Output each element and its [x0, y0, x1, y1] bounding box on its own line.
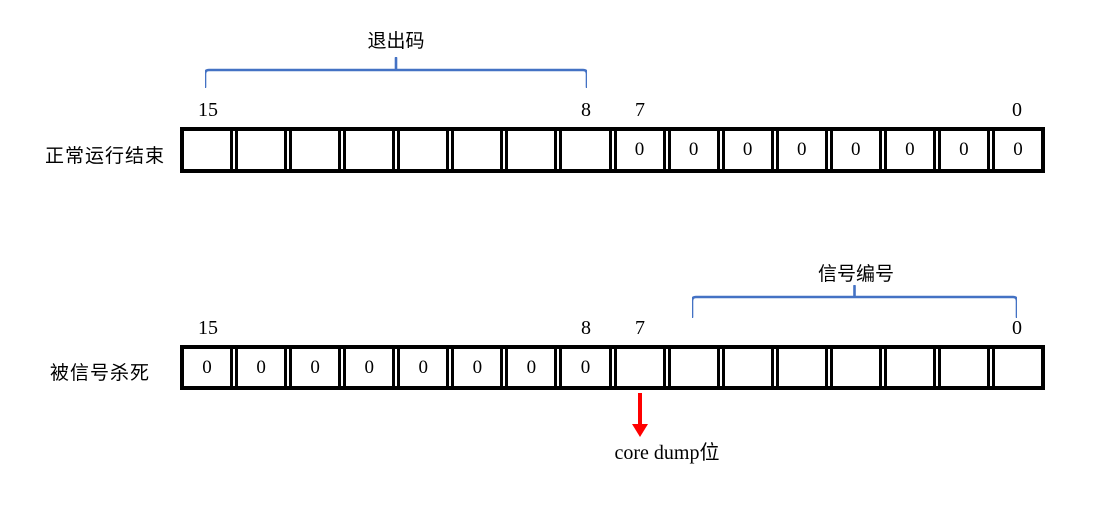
bit-marker-0: 0 — [1012, 99, 1022, 121]
bit-marker-0: 0 — [1012, 317, 1022, 339]
bit-cell: 0 — [559, 349, 612, 386]
bit-cell: 0 — [397, 349, 450, 386]
row1-label: 正常运行结束 — [44, 146, 165, 167]
arrow-shaft — [638, 393, 642, 424]
bit-cell: 0 — [937, 131, 990, 169]
signal-number-label: 信号编号 — [817, 264, 895, 285]
bit-cell — [775, 349, 828, 386]
bit-cell: 0 — [883, 131, 936, 169]
bit-marker-7: 7 — [635, 99, 645, 121]
bit-marker-15: 15 — [198, 99, 218, 121]
bit-cell — [991, 349, 1041, 386]
bit-cell: 0 — [991, 131, 1041, 169]
bit-cell: 0 — [829, 131, 882, 169]
bit-marker-8: 8 — [581, 317, 591, 339]
bit-cell — [721, 349, 774, 386]
bit-marker-8: 8 — [581, 99, 591, 121]
bit-cell: 0 — [451, 349, 504, 386]
bit-cell — [451, 131, 504, 169]
bit-cell — [184, 131, 234, 169]
core-dump-label: core dump位 — [614, 442, 720, 464]
row2-label: 被信号杀死 — [49, 363, 150, 384]
bit-cell: 0 — [235, 349, 288, 386]
bit-cell — [235, 131, 288, 169]
bit-cell: 0 — [184, 349, 234, 386]
bit-cell — [613, 349, 666, 386]
bit-cell: 0 — [613, 131, 666, 169]
bit-marker-7: 7 — [635, 317, 645, 339]
exit-code-brace — [205, 57, 587, 88]
arrow-head — [632, 424, 648, 437]
exit-code-label: 退出码 — [367, 31, 425, 52]
signal-number-brace — [692, 285, 1017, 318]
bit-marker-15: 15 — [198, 317, 218, 339]
bit-cell: 0 — [289, 349, 342, 386]
bit-cell: 0 — [343, 349, 396, 386]
bit-cell — [397, 131, 450, 169]
bit-cell: 0 — [505, 349, 558, 386]
bit-cell — [559, 131, 612, 169]
bit-cell — [667, 349, 720, 386]
bit-cell — [937, 349, 990, 386]
bit-cell: 0 — [775, 131, 828, 169]
bit-cell — [505, 131, 558, 169]
bit-cell: 0 — [667, 131, 720, 169]
bit-cell — [883, 349, 936, 386]
bit-cell — [289, 131, 342, 169]
bit-cell — [343, 131, 396, 169]
bit-cell — [829, 349, 882, 386]
bit-cell: 0 — [721, 131, 774, 169]
